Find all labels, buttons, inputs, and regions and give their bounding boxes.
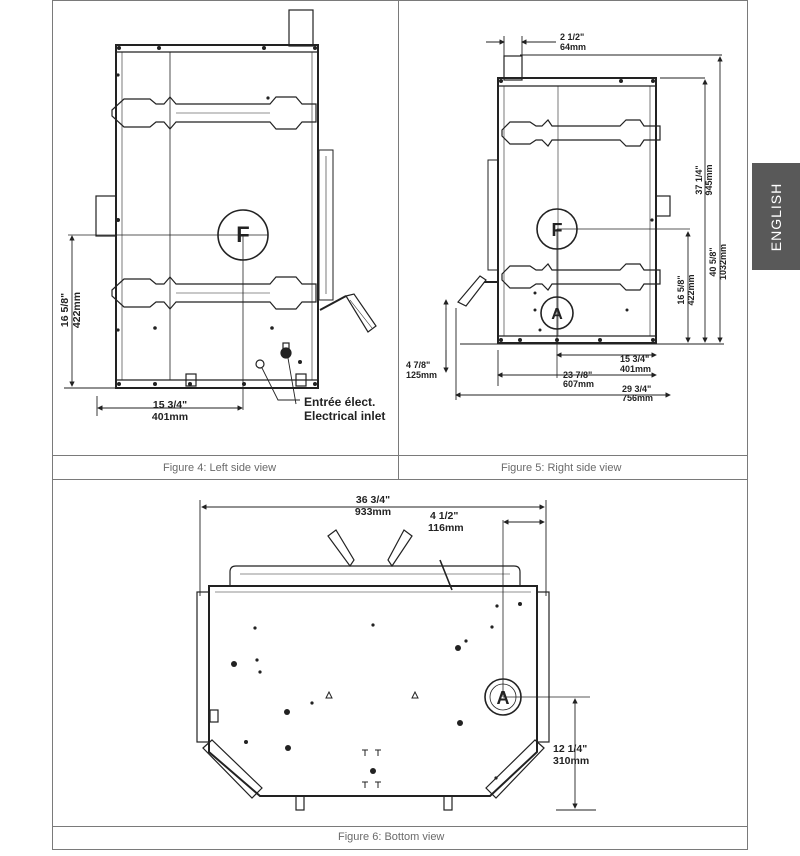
fig5-base-mm: 125mm xyxy=(406,370,437,380)
fig4-height-in: 16 5/8" xyxy=(59,293,71,327)
fig6-side-connector xyxy=(209,709,219,723)
caption-divider-top xyxy=(52,455,748,456)
fig6-right-angle xyxy=(485,739,545,799)
fig5-d1-mm: 401mm xyxy=(620,364,651,374)
figure6-caption: Figure 6: Bottom view xyxy=(338,831,445,843)
fig6-left-angle xyxy=(202,739,263,799)
fig5-side-rail xyxy=(487,159,499,271)
fig6-offset-in: 4 1/2" xyxy=(430,510,458,522)
fig5-h1-mm: 945mm xyxy=(704,164,714,195)
fig4-depth-mm: 401mm xyxy=(152,411,188,423)
fig5-d2-in: 23 7/8" xyxy=(563,370,592,380)
fig5-d1-in: 15 3/4" xyxy=(620,354,649,364)
fig4-upper-bracket xyxy=(111,96,317,130)
fig5-d3-in: 29 3/4" xyxy=(622,384,651,394)
fig5-h1-in: 37 1/4" xyxy=(694,165,704,194)
fig5-marker-a-letter: A xyxy=(551,306,563,323)
fig5-h2-in: 40 5/8" xyxy=(708,247,718,276)
figure4-drawing xyxy=(68,9,377,410)
fig5-h2-mm: 1032mm xyxy=(718,244,728,280)
fig5-lower-bracket xyxy=(501,263,661,291)
fig4-lever-handle xyxy=(319,293,377,333)
fig6-body xyxy=(208,585,538,797)
fig5-base-in: 4 7/8" xyxy=(406,360,430,370)
fig4-depth-in: 15 3/4" xyxy=(153,399,187,411)
caption-divider-bottom xyxy=(52,826,748,827)
fig5-d3-mm: 756mm xyxy=(622,393,653,403)
fig4-inlet-label-en: Electrical inlet xyxy=(304,409,385,423)
fig5-side-box xyxy=(655,195,671,217)
figure4-caption: Figure 4: Left side view xyxy=(163,462,277,474)
fig5-upper-bracket xyxy=(501,119,661,147)
fig4-marker-letter: F xyxy=(236,222,249,247)
fig4-inlet-label-fr: Entrée élect. xyxy=(304,395,375,409)
fig6-depth-in: 12 1/4" xyxy=(553,743,587,755)
fig4-electrical-inlet xyxy=(185,342,307,387)
fig5-h3-mm: 422mm xyxy=(686,274,696,305)
fig4-flue-pipe xyxy=(288,9,314,47)
fig6-dimension-lines xyxy=(199,500,596,811)
figure5-caption: Figure 5: Right side view xyxy=(501,462,622,474)
fig6-left-flange xyxy=(196,591,210,743)
figure6-drawing xyxy=(196,520,590,811)
fig5-body xyxy=(497,77,657,344)
figure4-panel xyxy=(52,0,399,480)
fig4-lower-bracket xyxy=(111,276,317,310)
fig4-side-box xyxy=(95,195,117,237)
fig6-right-flange xyxy=(536,591,550,743)
fig4-height-mm: 422mm xyxy=(71,292,83,328)
fig5-dimension-lines xyxy=(443,36,724,400)
fig6-handles xyxy=(327,529,453,591)
fig6-width-mm: 933mm xyxy=(355,506,391,518)
fig6-width-in: 36 3/4" xyxy=(356,494,390,506)
fig6-triangle-marks xyxy=(325,690,419,788)
fig5-marker-f-letter: F xyxy=(552,220,563,240)
fig6-bolts xyxy=(231,602,522,780)
figure5-drawing xyxy=(457,55,690,378)
fig5-flue-pipe xyxy=(503,55,523,81)
fig5-lever-handle xyxy=(457,275,498,307)
fig6-depth-mm: 310mm xyxy=(553,755,589,767)
fig4-side-rail xyxy=(318,149,334,301)
fig4-dimension-lines xyxy=(64,235,300,416)
language-tab[interactable]: ENGLISH xyxy=(752,163,800,270)
fig4-bolts xyxy=(116,46,317,386)
fig5-flue-mm: 64mm xyxy=(560,42,586,52)
fig6-offset-mm: 116mm xyxy=(428,522,464,534)
fig5-h3-in: 16 5/8" xyxy=(676,275,686,304)
fig5-d2-mm: 607mm xyxy=(563,379,594,389)
fig5-bolts xyxy=(499,79,655,342)
fig5-flue-in: 2 1/2" xyxy=(560,32,584,42)
fig6-marker-letter: A xyxy=(497,688,510,708)
fig6-top-housing xyxy=(229,565,521,586)
